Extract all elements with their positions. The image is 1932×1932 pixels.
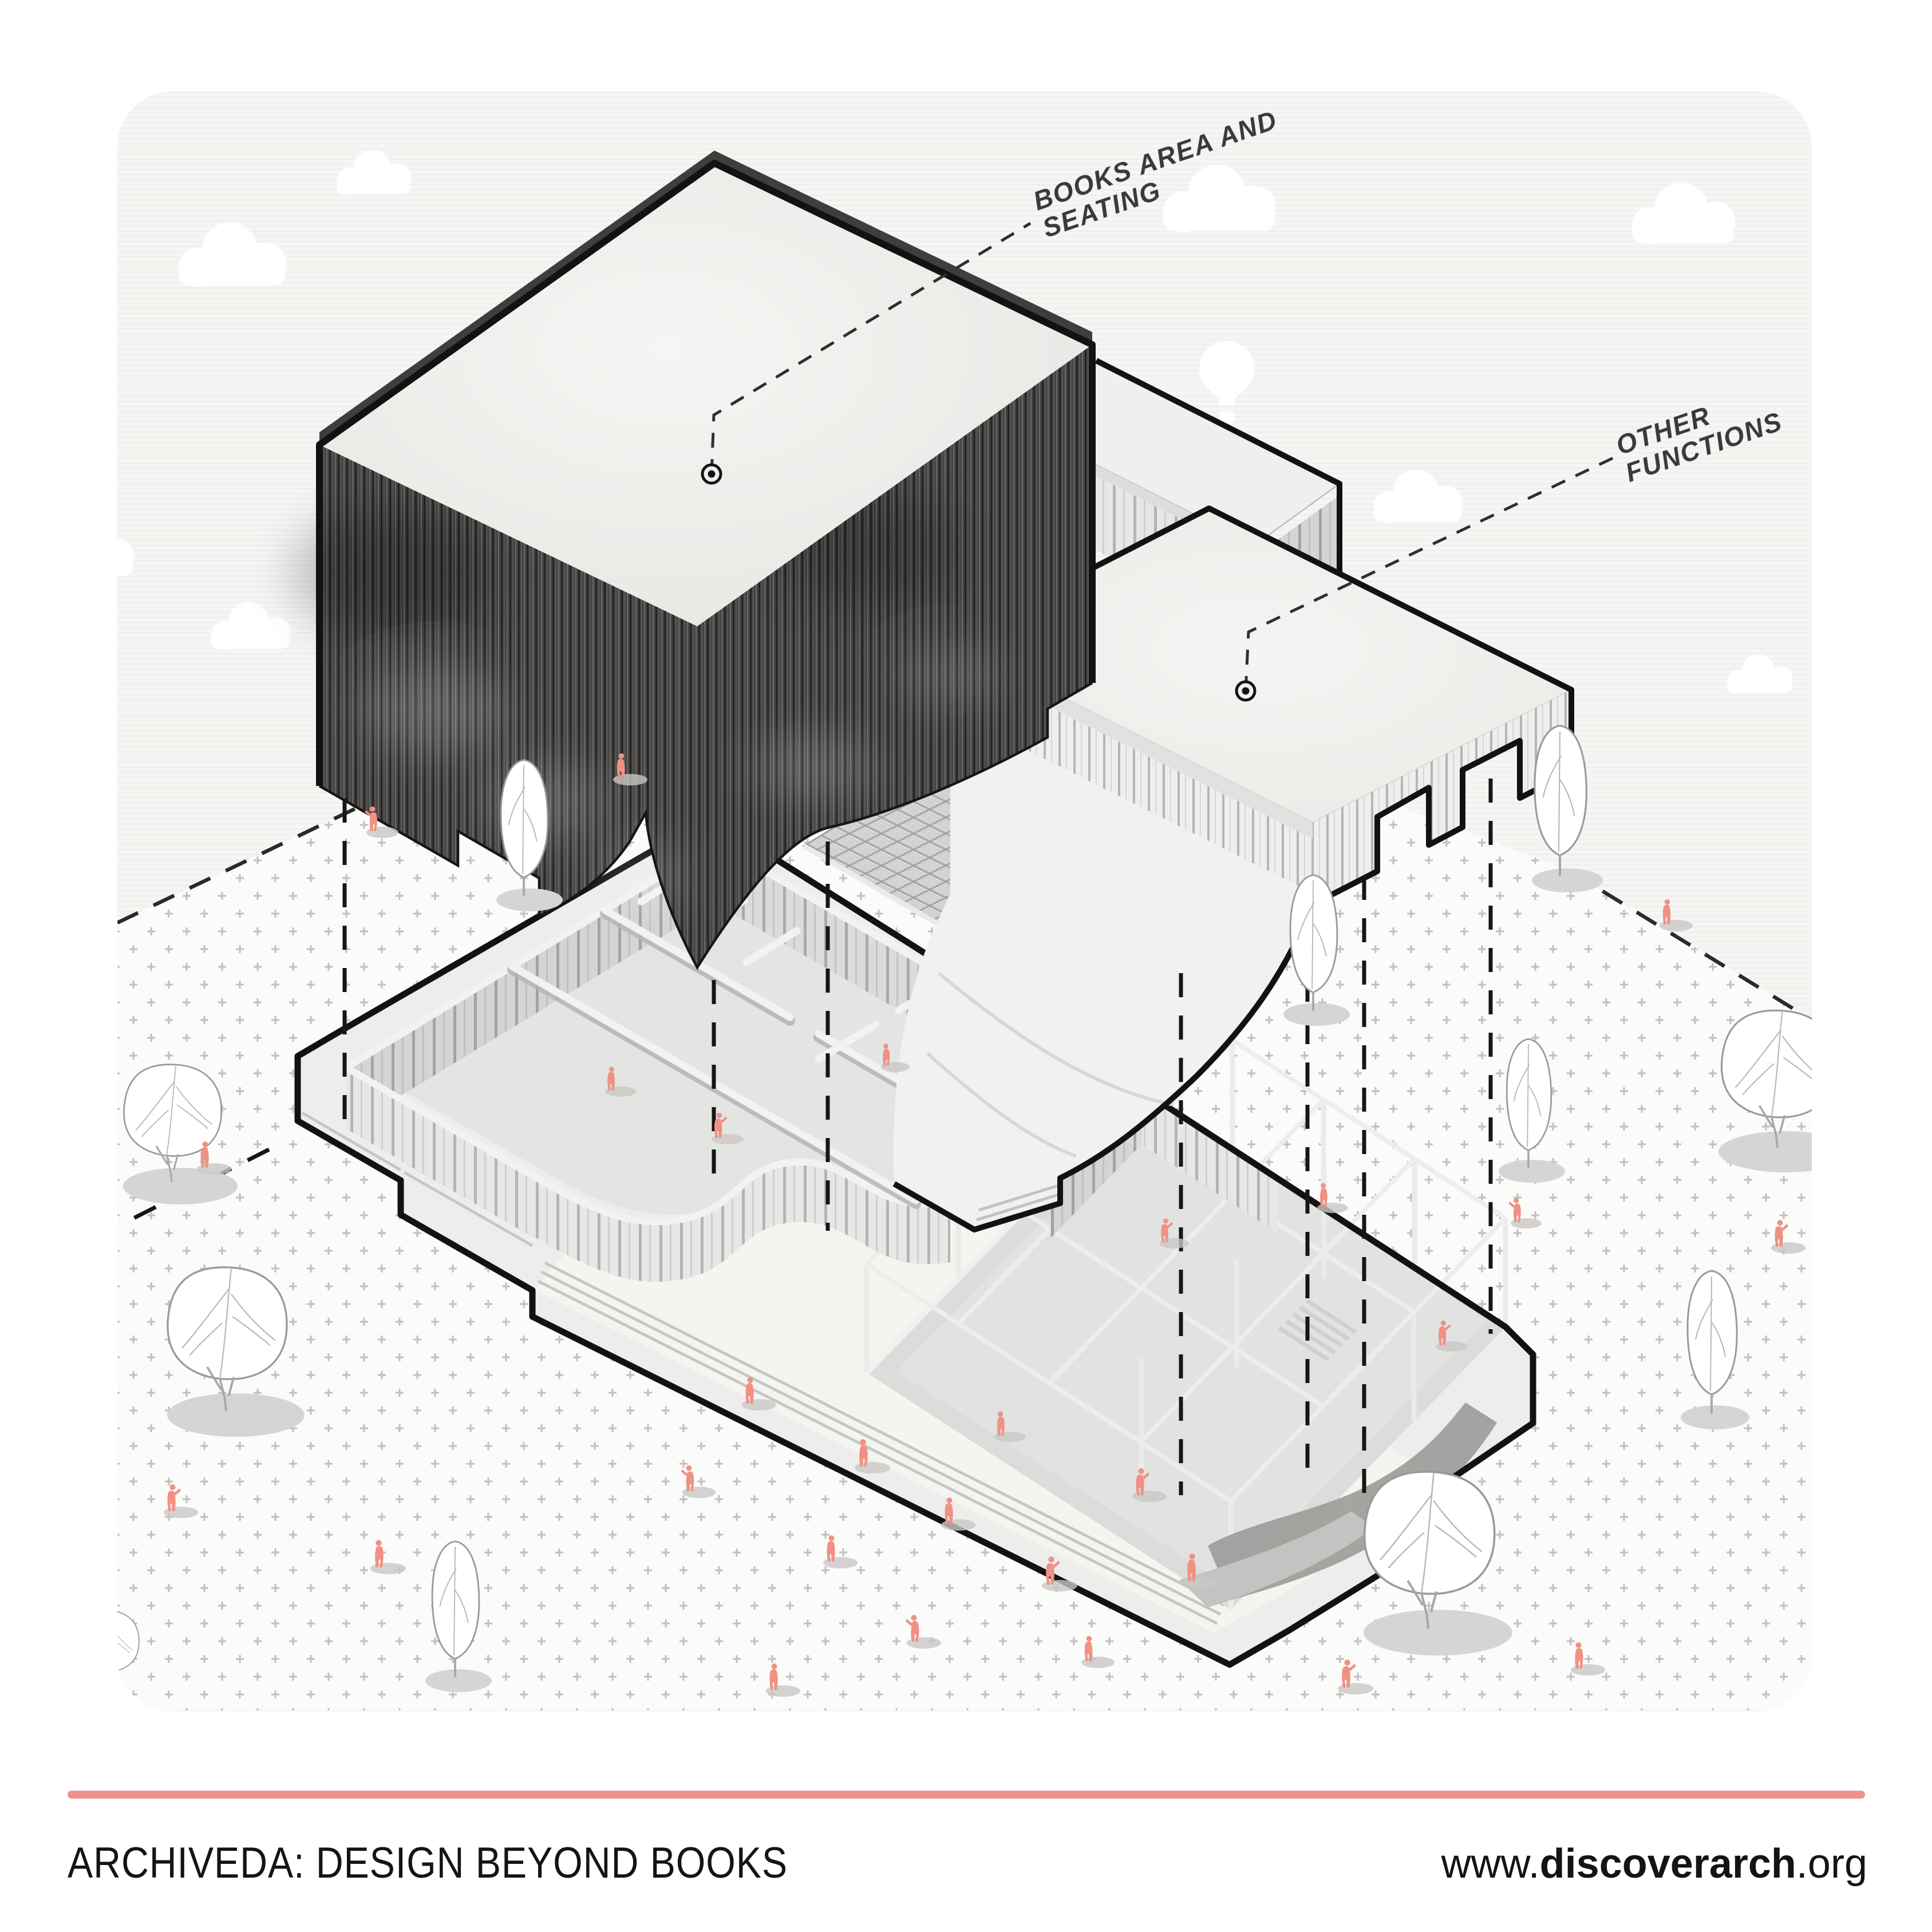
cloud-icon	[1551, 7, 1630, 54]
tree-icon	[1718, 1009, 1812, 1172]
dark-mass-outline	[316, 160, 1096, 786]
tree-icon	[1681, 1270, 1749, 1429]
tree-icon	[1532, 726, 1603, 892]
apron	[893, 712, 1313, 1230]
footer-url-domain: discoverarch	[1540, 1841, 1796, 1887]
footer-url: www.discoverarch.org	[1441, 1841, 1867, 1887]
trees	[117, 726, 1812, 1692]
tree-icon	[166, 1266, 305, 1437]
dark-facade-right	[697, 345, 1092, 967]
footer-title: ARCHIVEDA: DESIGN BEYOND BOOKS	[68, 1839, 788, 1887]
illustration-panel: BOOKS AREA AND SEATING OTHER FUNCTIONS	[117, 7, 1812, 1712]
tree-icon	[123, 1063, 238, 1204]
tree-icon	[1283, 874, 1350, 1026]
model-outline	[294, 814, 1536, 1668]
apron-steps	[976, 1183, 1061, 1222]
tree-icon	[1364, 1472, 1512, 1656]
footer-divider	[68, 1791, 1865, 1799]
terrace-mid	[1179, 1511, 1374, 1607]
stair	[1278, 1299, 1357, 1361]
upper-mass-books	[292, 151, 1096, 970]
tree-icon	[1499, 1038, 1565, 1183]
people	[164, 753, 1805, 1697]
roof-outline	[892, 505, 1574, 1232]
curved-front-wall	[527, 1162, 950, 1282]
footer-url-suffix: .org	[1796, 1841, 1867, 1887]
footer-url-prefix: www.	[1441, 1841, 1540, 1887]
tree-icon	[425, 1540, 492, 1692]
flat-roof-other-functions	[892, 505, 1574, 1232]
tree-icon	[496, 758, 563, 911]
people-shadows	[164, 774, 1805, 1697]
